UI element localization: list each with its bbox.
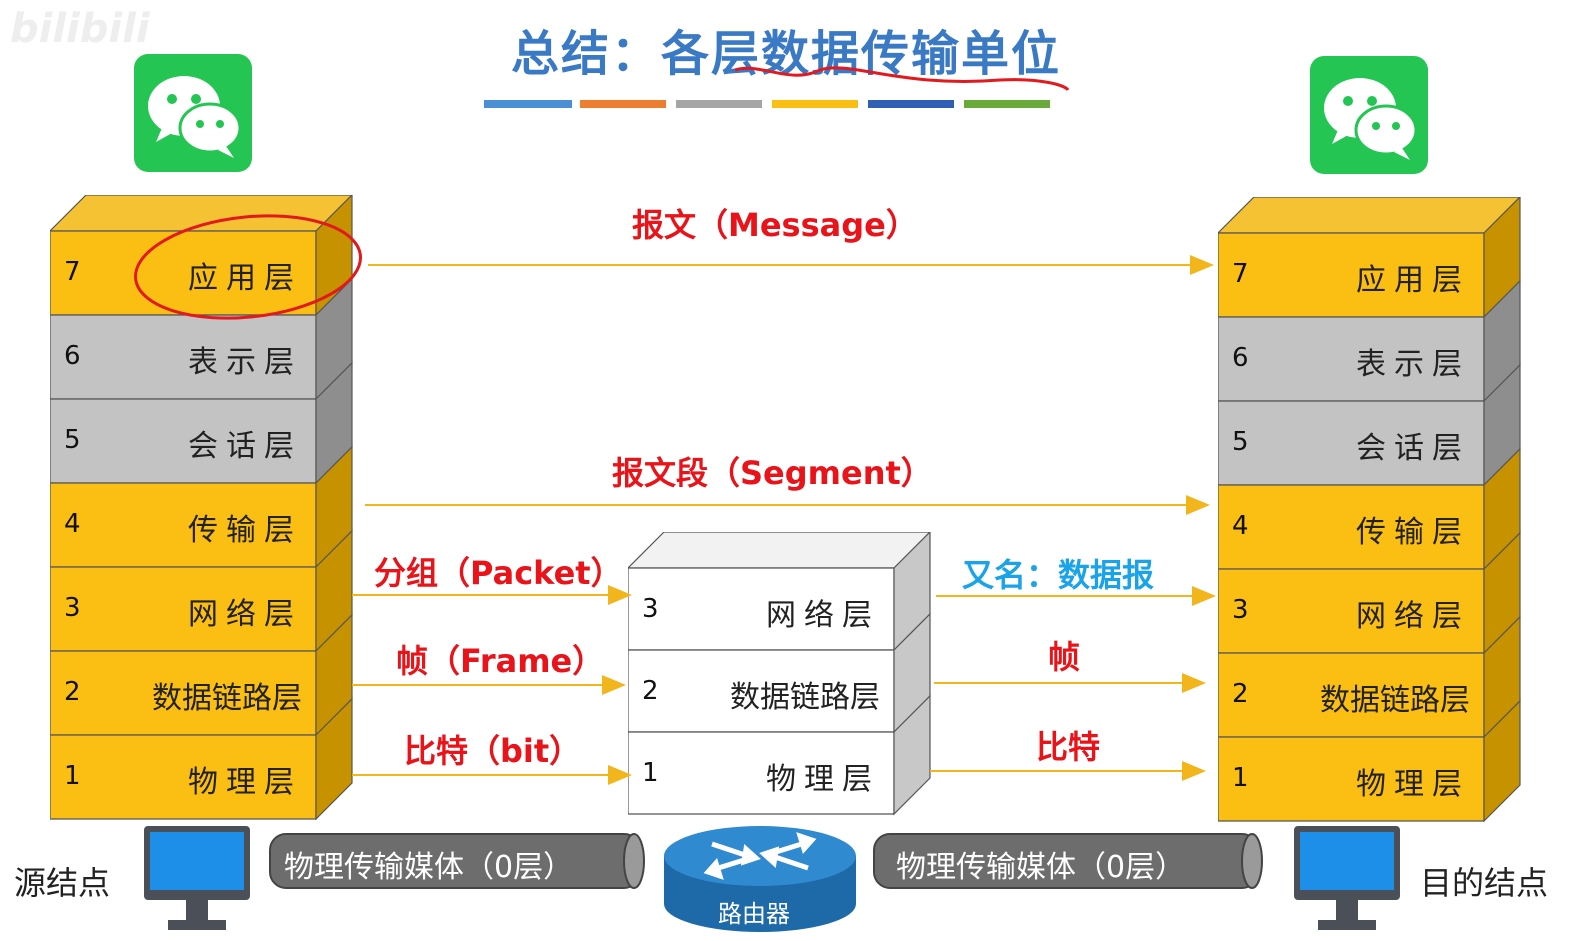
- router-layer-name: 数据链路层: [730, 680, 880, 715]
- pdu-frame-right-label: 帧: [1048, 638, 1081, 676]
- left-layer-name: 物理层: [188, 765, 302, 800]
- color-bar-yellow: [772, 100, 858, 108]
- layer-side-face: [893, 694, 931, 816]
- right-layer-name: 会话层: [1356, 431, 1470, 466]
- right-layer-number: 3: [1232, 595, 1249, 625]
- color-bar-darkblue: [868, 100, 954, 108]
- left-layer-name: 数据链路层: [152, 681, 302, 716]
- computer-icon[interactable]: [1292, 824, 1402, 936]
- left-layer-number: 4: [64, 509, 81, 539]
- title-underline-strokes: [734, 66, 1070, 92]
- media-cable-right: [873, 833, 1263, 889]
- left-layer-name: 表示层: [188, 345, 302, 380]
- layer-side-face: [315, 697, 353, 820]
- highlight-circle: [133, 214, 363, 320]
- wechat-icon[interactable]: [1310, 56, 1428, 174]
- pdu-bit-label: 比特（bit）: [404, 732, 582, 770]
- left-layer-number: 5: [64, 425, 81, 455]
- pdu-packet-label: 分组（Packet）: [374, 554, 623, 592]
- layer-side-face: [1483, 699, 1521, 822]
- right-layer-name: 网络层: [1356, 599, 1470, 634]
- right-layer-name: 表示层: [1356, 347, 1470, 382]
- router-stack: [628, 532, 931, 816]
- right-layer-number: 6: [1232, 343, 1249, 373]
- pdu-datagram-label: 又名：数据报: [962, 556, 1155, 594]
- wechat-icon[interactable]: [134, 54, 252, 172]
- color-bar-gray: [676, 100, 762, 108]
- color-bar-green: [964, 100, 1050, 108]
- color-bar-blue: [484, 100, 572, 108]
- left-osi-stack: [50, 195, 353, 820]
- media-right-label: 物理传输媒体（0层）: [896, 850, 1186, 885]
- right-layer-number: 1: [1232, 763, 1249, 793]
- computer-icon[interactable]: [142, 824, 252, 936]
- left-layer-name: 传输层: [188, 513, 302, 548]
- right-layer-number: 2: [1232, 679, 1249, 709]
- right-layer-name: 传输层: [1356, 515, 1470, 550]
- right-layer-name: 数据链路层: [1320, 683, 1470, 718]
- pdu-message-label: 报文（Message）: [632, 206, 918, 244]
- router-label: 路由器: [718, 900, 790, 928]
- router-layer-number: 2: [642, 676, 659, 706]
- left-layer-name: 会话层: [188, 429, 302, 464]
- source-node-label: 源结点: [14, 864, 111, 902]
- left-layer-number: 6: [64, 341, 81, 371]
- left-layer-name: 网络层: [188, 597, 302, 632]
- left-layer-number: 1: [64, 761, 81, 791]
- media-cable-left: [269, 833, 645, 889]
- router-layer-number: 3: [642, 594, 659, 624]
- media-left-label: 物理传输媒体（0层）: [284, 850, 574, 885]
- pdu-frame-label: 帧（Frame）: [396, 642, 605, 680]
- pdu-bit-right-label: 比特: [1036, 728, 1101, 766]
- dest-node-label: 目的结点: [1420, 864, 1549, 902]
- pdu-segment-label: 报文段（Segment）: [612, 454, 933, 492]
- right-layer-name: 应用层: [1356, 263, 1470, 298]
- color-bar-orange: [580, 100, 666, 108]
- page-title: 总结：各层数据传输单位: [510, 26, 1061, 82]
- right-layer-number: 5: [1232, 427, 1249, 457]
- left-layer-number: 7: [64, 257, 81, 287]
- right-layer-name: 物理层: [1356, 767, 1470, 802]
- right-layer-number: 4: [1232, 511, 1249, 541]
- router-layer-name: 网络层: [766, 598, 880, 633]
- left-layer-number: 2: [64, 677, 81, 707]
- router-icon[interactable]: [660, 816, 860, 936]
- router-layer-number: 1: [642, 758, 659, 788]
- right-layer-number: 7: [1232, 259, 1249, 289]
- left-layer-name: 应用层: [188, 261, 302, 296]
- left-layer-number: 3: [64, 593, 81, 623]
- right-osi-stack: [1218, 197, 1521, 822]
- router-layer-name: 物理层: [766, 762, 880, 797]
- watermark: bilibili: [10, 6, 150, 52]
